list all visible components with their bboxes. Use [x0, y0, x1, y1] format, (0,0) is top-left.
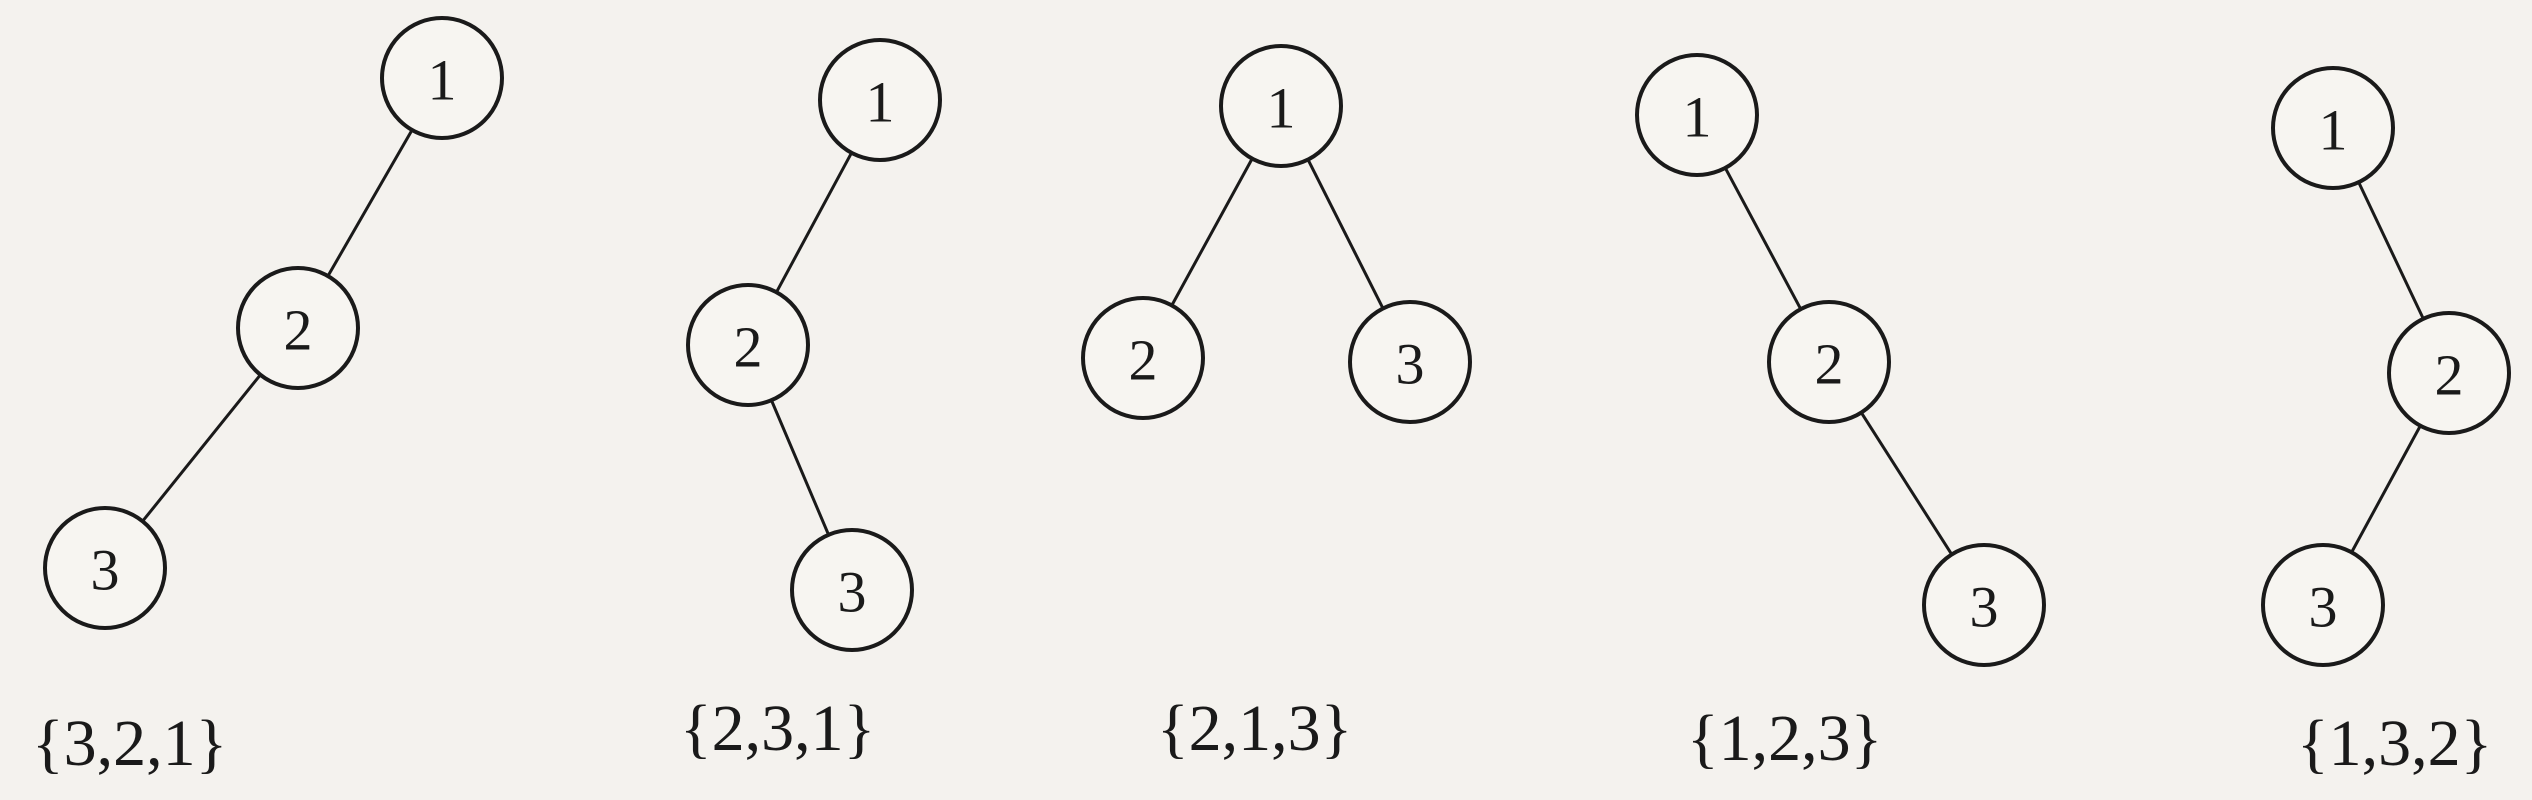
- tree-node: 3: [1348, 300, 1472, 424]
- node-label: 3: [1396, 332, 1425, 397]
- tree-3: 1 2 3 {2,1,3}: [1081, 44, 1472, 765]
- node-circle: [790, 528, 914, 652]
- tree-edge: [1306, 158, 1385, 310]
- node-label: 1: [866, 70, 895, 135]
- tree-node: 1: [818, 38, 942, 162]
- tree-node: 3: [2261, 543, 2385, 667]
- node-label: 1: [2319, 98, 2348, 163]
- node-label: 1: [428, 48, 457, 113]
- tree-edge: [2350, 425, 2422, 553]
- tree-node: 1: [380, 16, 504, 140]
- tree-edge: [1723, 167, 1803, 310]
- tree-edge: [1860, 411, 1953, 556]
- tree-edge: [141, 373, 262, 523]
- node-label: 2: [2435, 343, 2464, 408]
- node-label: 1: [1267, 76, 1296, 141]
- tree-node: 2: [236, 266, 360, 390]
- node-circle: [1081, 296, 1205, 420]
- node-circle: [2261, 543, 2385, 667]
- tree-caption: {1,3,2}: [2297, 707, 2492, 780]
- tree-node: 3: [43, 506, 167, 630]
- tree-node: 2: [686, 283, 810, 407]
- tree-edge: [770, 399, 830, 536]
- node-circle: [2387, 311, 2511, 435]
- node-label: 2: [1129, 328, 1158, 393]
- node-circle: [686, 283, 810, 407]
- node-label: 3: [838, 560, 867, 625]
- tree-node: 1: [2271, 66, 2395, 190]
- node-circle: [1635, 53, 1759, 177]
- node-label: 3: [91, 538, 120, 603]
- tree-4: 1 2 3 {1,2,3}: [1635, 53, 2046, 775]
- node-label: 2: [284, 298, 313, 363]
- node-circle: [1767, 300, 1891, 424]
- node-label: 3: [2309, 575, 2338, 640]
- node-circle: [1348, 300, 1472, 424]
- tree-node: 2: [1081, 296, 1205, 420]
- node-label: 2: [1815, 332, 1844, 397]
- node-circle: [236, 266, 360, 390]
- node-label: 2: [734, 315, 763, 380]
- node-circle: [818, 38, 942, 162]
- tree-edge: [1170, 157, 1254, 307]
- node-circle: [2271, 66, 2395, 190]
- node-circle: [380, 16, 504, 140]
- tree-node: 2: [1767, 300, 1891, 424]
- tree-caption: {2,1,3}: [1157, 692, 1352, 765]
- tree-caption: {1,2,3}: [1687, 702, 1882, 775]
- tree-caption: {2,3,1}: [680, 692, 875, 765]
- tree-node: 1: [1219, 44, 1343, 168]
- node-circle: [1922, 543, 2046, 667]
- tree-node: 3: [790, 528, 914, 652]
- node-circle: [1219, 44, 1343, 168]
- node-label: 1: [1683, 85, 1712, 150]
- tree-2: 1 2 3 {2,3,1}: [680, 38, 942, 765]
- tree-1: 1 2 3 {3,2,1}: [32, 16, 504, 780]
- tree-caption: {3,2,1}: [32, 707, 227, 780]
- tree-5: 1 2 3 {1,3,2}: [2261, 66, 2511, 780]
- node-label: 3: [1970, 575, 1999, 640]
- tree-node: 3: [1922, 543, 2046, 667]
- tree-edge: [775, 152, 853, 293]
- tree-edge: [326, 129, 414, 277]
- node-circle: [43, 506, 167, 630]
- tree-node: 2: [2387, 311, 2511, 435]
- tree-node: 1: [1635, 53, 1759, 177]
- tree-edge: [2357, 181, 2425, 320]
